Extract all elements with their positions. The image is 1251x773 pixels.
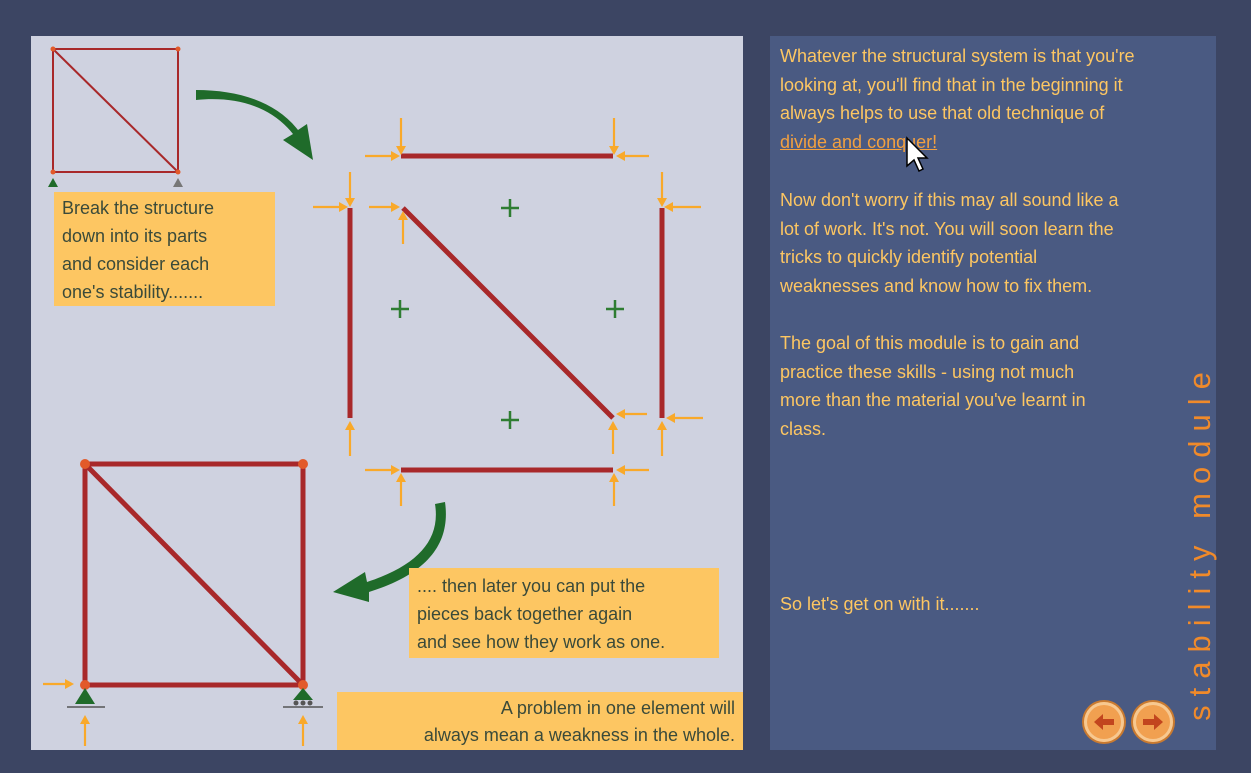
note-line: A problem in one element will xyxy=(500,698,735,718)
text-line: always helps to use that old technique o… xyxy=(780,103,1105,123)
note-line: and consider each xyxy=(62,254,210,274)
reassurance-paragraph: Now don't worry if this may all sound li… xyxy=(780,186,1200,300)
small-truss xyxy=(48,46,183,187)
note-line: down into its parts xyxy=(62,226,208,246)
curved-arrow-icon xyxy=(333,502,446,602)
note-line: Break the structure xyxy=(62,198,215,218)
text-line: class. xyxy=(780,418,827,439)
note-line: .... then later you can put the xyxy=(417,576,646,596)
next-button[interactable] xyxy=(1133,702,1173,742)
roller-support-icon xyxy=(173,178,183,187)
curved-arrow-icon xyxy=(196,90,313,160)
note-break-structure: Break the structure down into its parts … xyxy=(54,192,275,306)
exploded-members xyxy=(347,153,665,473)
text-panel: Whatever the structural system is that y… xyxy=(770,36,1217,750)
truss-diagram xyxy=(43,46,703,746)
note-line: one's stability....... xyxy=(62,282,204,302)
module-title-text: stability module xyxy=(1182,363,1217,721)
previous-button[interactable] xyxy=(1084,702,1124,742)
divide-and-conquer-link[interactable]: divide and conquer! xyxy=(780,131,938,152)
text-line: tricks to quickly identify potential xyxy=(780,247,1038,267)
text-line: looking at, you'll find that in the begi… xyxy=(780,74,1123,95)
text-line: Now don't worry if this may all sound li… xyxy=(780,190,1119,210)
note-line: and see how they work as one. xyxy=(417,632,666,652)
roller-support-icon xyxy=(293,688,313,700)
force-arrows xyxy=(313,118,703,506)
goal-paragraph: The goal of this module is to gain and p… xyxy=(780,329,1200,443)
arrow-left-icon xyxy=(1094,714,1114,730)
module-title: stability module xyxy=(1180,336,1220,748)
plus-signs xyxy=(391,199,624,429)
text-line: weaknesses and know how to fix them. xyxy=(780,275,1093,296)
note-line: always mean a weakness in the whole. xyxy=(423,725,735,745)
note-weakness: A problem in one element will always mea… xyxy=(337,692,743,750)
text-line: more than the material you've learnt in xyxy=(780,390,1086,410)
text-line: Whatever the structural system is that y… xyxy=(780,46,1135,66)
mouse-cursor-icon xyxy=(906,136,929,173)
intro-paragraph: Whatever the structural system is that y… xyxy=(780,42,1200,156)
text-line: The goal of this module is to gain and xyxy=(780,333,1080,353)
assembled-truss xyxy=(67,459,323,708)
text-line: lot of work. It's not. You will soon lea… xyxy=(780,218,1114,239)
note-line: pieces back together again xyxy=(417,604,633,624)
diagram-panel: Break the structure down into its parts … xyxy=(31,36,743,750)
arrow-right-icon xyxy=(1143,714,1163,730)
reaction-arrows xyxy=(43,679,308,746)
pin-support-icon xyxy=(75,688,95,704)
text-line: practice these skills - using not much xyxy=(780,361,1075,382)
closing-line: So let's get on with it....... xyxy=(780,594,980,614)
note-put-back-together: .... then later you can put the pieces b… xyxy=(409,568,719,658)
pin-support-icon xyxy=(48,178,58,187)
